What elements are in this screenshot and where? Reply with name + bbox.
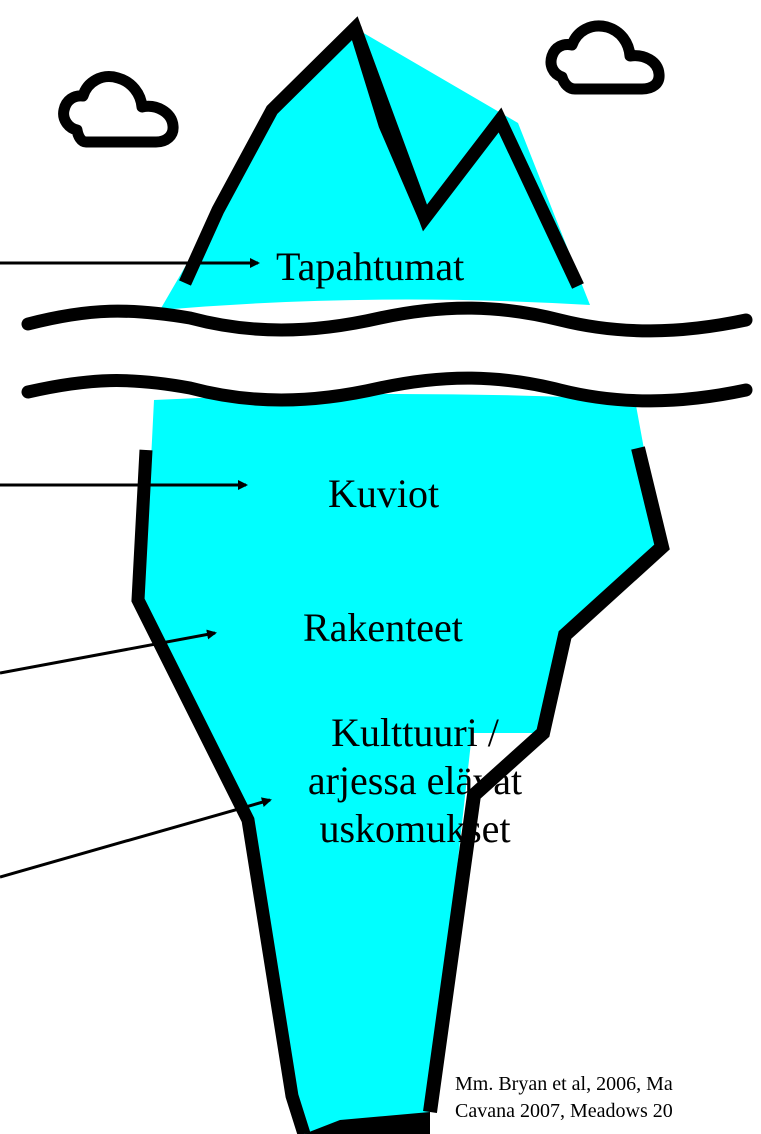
- culture-line: arjessa elävät: [260, 757, 570, 805]
- citation-line: Cavana 2007, Meadows 20: [455, 1098, 673, 1125]
- level-label-events: Tapahtumat: [276, 243, 464, 291]
- culture-line: uskomukset: [260, 805, 570, 853]
- culture-line: Kulttuuri /: [260, 709, 570, 757]
- level-label-patterns: Kuviot: [328, 470, 439, 518]
- level-label-culture: Kulttuuri / arjessa elävät uskomukset: [260, 709, 570, 853]
- cloud-icon: [64, 77, 173, 142]
- cloud-icon: [551, 26, 659, 89]
- citation-line: Mm. Bryan et al, 2006, Ma: [455, 1071, 673, 1098]
- water-wave-upper: [28, 308, 746, 331]
- level-label-structures: Rakenteet: [303, 604, 463, 652]
- arrow-icon: [0, 800, 270, 877]
- citation: Mm. Bryan et al, 2006, Ma Cavana 2007, M…: [455, 1071, 673, 1125]
